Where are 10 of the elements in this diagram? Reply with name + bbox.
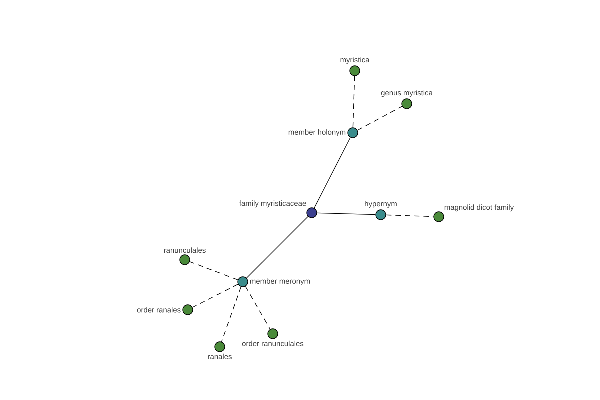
connector bbox=[352, 76, 356, 128]
connector bbox=[317, 212, 376, 216]
connector bbox=[246, 216, 309, 279]
connector bbox=[190, 262, 238, 280]
connector bbox=[192, 284, 239, 308]
connector bbox=[386, 214, 434, 218]
connector bbox=[221, 286, 242, 342]
connector bbox=[357, 106, 403, 131]
connector bbox=[245, 286, 271, 330]
connector bbox=[314, 137, 351, 209]
